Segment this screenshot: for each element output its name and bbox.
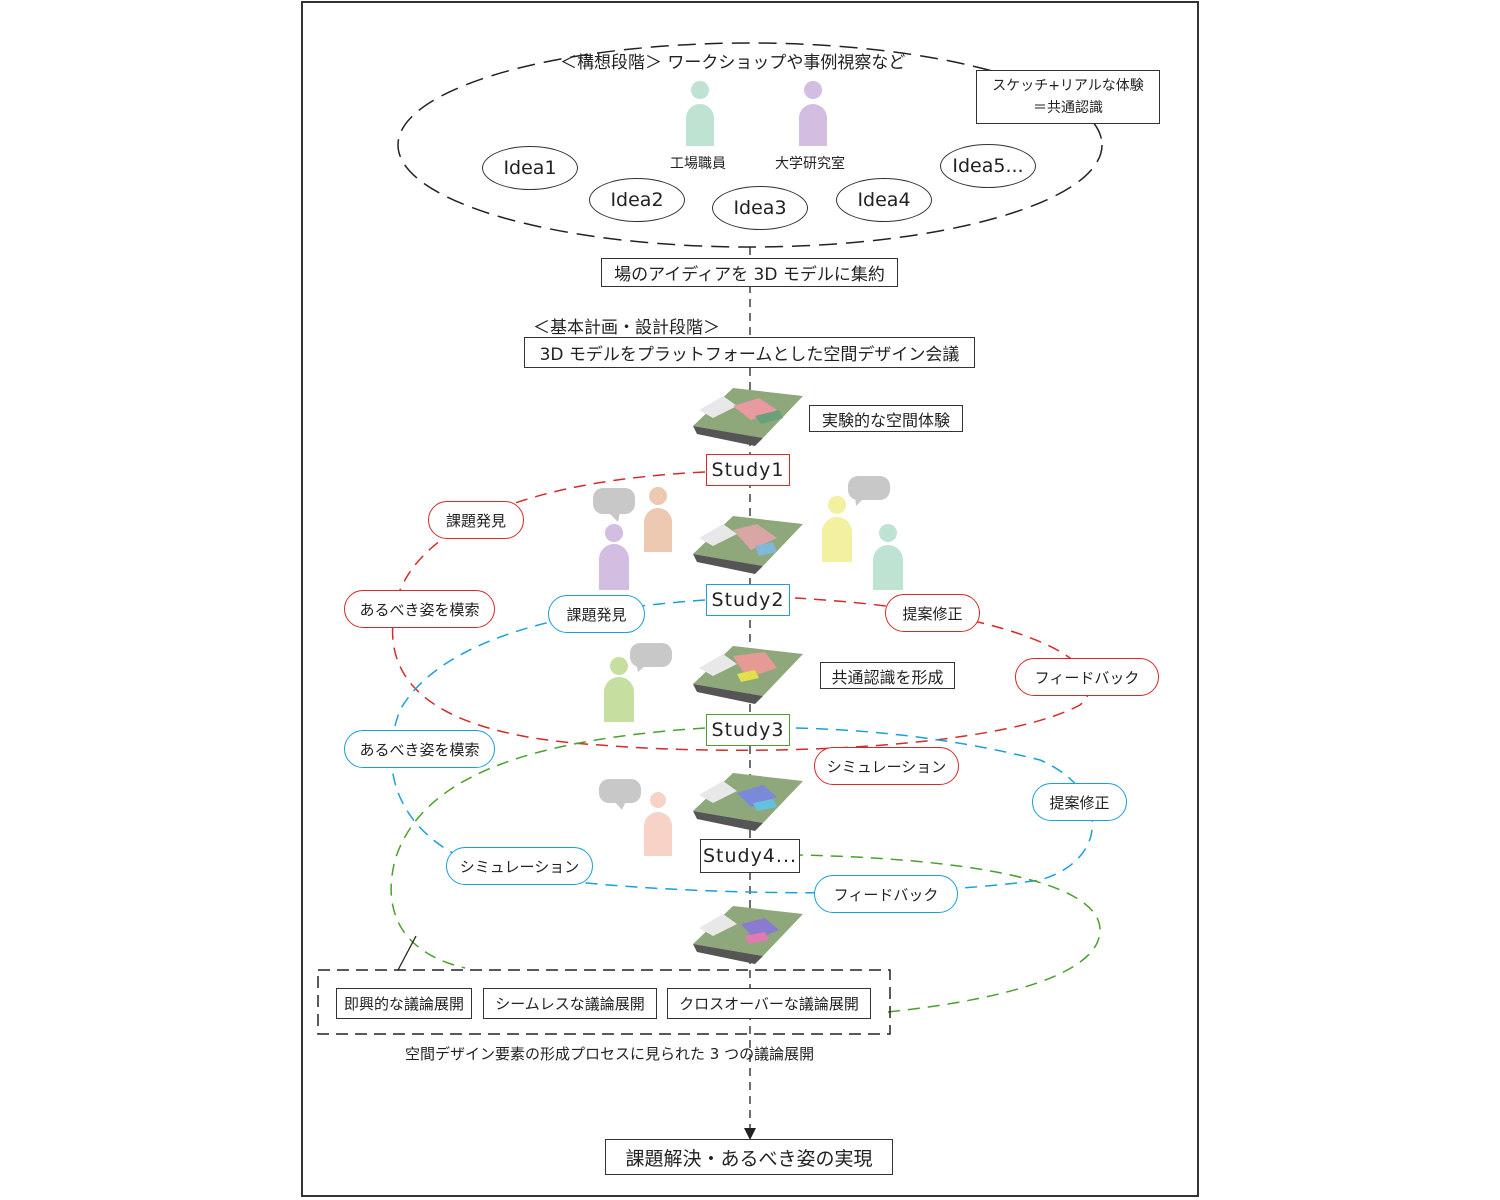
discussion-dashed-box [317, 969, 891, 1035]
study-4-box: Study4... [700, 839, 800, 873]
person-university-label: 大学研究室 [775, 156, 845, 172]
3d-model-thumbnail [693, 773, 803, 831]
callout-line-1: スケッチ+リアルな体験 [992, 78, 1144, 94]
blue-ideal-search-pill: あるべき姿を模索 [344, 730, 495, 768]
speech-bubble-icon [593, 488, 635, 522]
person-yellow-icon [822, 496, 852, 562]
form-consensus-label: 共通認識を形成 [820, 662, 955, 689]
final-outcome-box: 課題解決・あるべき姿の実現 [605, 1139, 893, 1175]
discussion-caption: 空間デザイン要素の形成プロセスに見られた 3 つの議論展開 [405, 1045, 815, 1063]
study-1-box: Study1 [706, 454, 790, 486]
person-mint-icon [873, 524, 903, 590]
3d-model-thumbnail [693, 646, 803, 704]
discussion-type-seamless: シームレスな議論展開 [483, 988, 657, 1019]
blue-feedback-pill: フィードバック [814, 875, 958, 913]
blue-simulation-pill: シミュレーション [446, 847, 593, 885]
discussion-type-improvised: 即興的な議論展開 [336, 988, 472, 1019]
blue-issue-discovery-pill: 課題発見 [548, 595, 645, 633]
speech-bubble-icon [599, 779, 641, 810]
person-pink-icon [644, 792, 672, 856]
person-factory-icon [686, 81, 714, 146]
red-ideal-search-pill: あるべき姿を模索 [344, 590, 495, 628]
person-lavender-icon [599, 524, 629, 590]
person-peach-icon [644, 487, 672, 552]
speech-bubble-icon [630, 643, 672, 672]
experimental-experience-label: 実験的な空間体験 [809, 405, 963, 432]
diagram-frame [301, 1, 1199, 1197]
blue-cycle-path [390, 599, 1094, 894]
idea-oval-3: Idea3 [712, 186, 808, 230]
person-university-icon [799, 81, 827, 146]
person-factory-label: 工場職員 [670, 156, 726, 172]
study-2-box: Study2 [706, 584, 790, 616]
idea-oval-4: Idea4 [836, 178, 932, 222]
3d-model-thumbnail [693, 388, 803, 446]
discussion-type-crossover: クロスオーバーな議論展開 [667, 988, 871, 1019]
basic-design-phase-label: ＜基本計画・設計段階＞ [533, 318, 720, 338]
idea-oval-5: Idea5... [940, 144, 1036, 188]
red-feedback-pill: フィードバック [1015, 658, 1159, 696]
3d-model-thumbnail [693, 516, 803, 574]
blue-proposal-revision-pill: 提案修正 [1032, 783, 1127, 821]
idea-oval-2: Idea2 [589, 178, 685, 222]
callout-line-2: ＝共通認識 [1033, 100, 1103, 116]
3d-model-thumbnail [693, 906, 803, 964]
red-proposal-revision-pill: 提案修正 [885, 594, 980, 632]
red-simulation-pill: シミュレーション [814, 747, 959, 785]
concept-stage-heading: ＜構想段階＞ ワークショップや事例視察など [560, 53, 906, 73]
aggregate-step-box: 場のアイディアを 3D モデルに集約 [601, 258, 898, 287]
person-green-icon [604, 657, 634, 722]
shared-understanding-callout: スケッチ+リアルな体験 ＝共通認識 [976, 70, 1160, 124]
study-3-box: Study3 [706, 714, 790, 746]
flow-arrow-head [744, 1128, 756, 1140]
red-issue-discovery-pill: 課題発見 [428, 501, 524, 539]
idea-oval-1: Idea1 [482, 146, 578, 190]
design-conference-box: 3D モデルをプラットフォームとした空間デザイン会議 [524, 337, 975, 368]
discussion-connector [397, 935, 417, 971]
speech-bubble-icon [848, 476, 890, 506]
